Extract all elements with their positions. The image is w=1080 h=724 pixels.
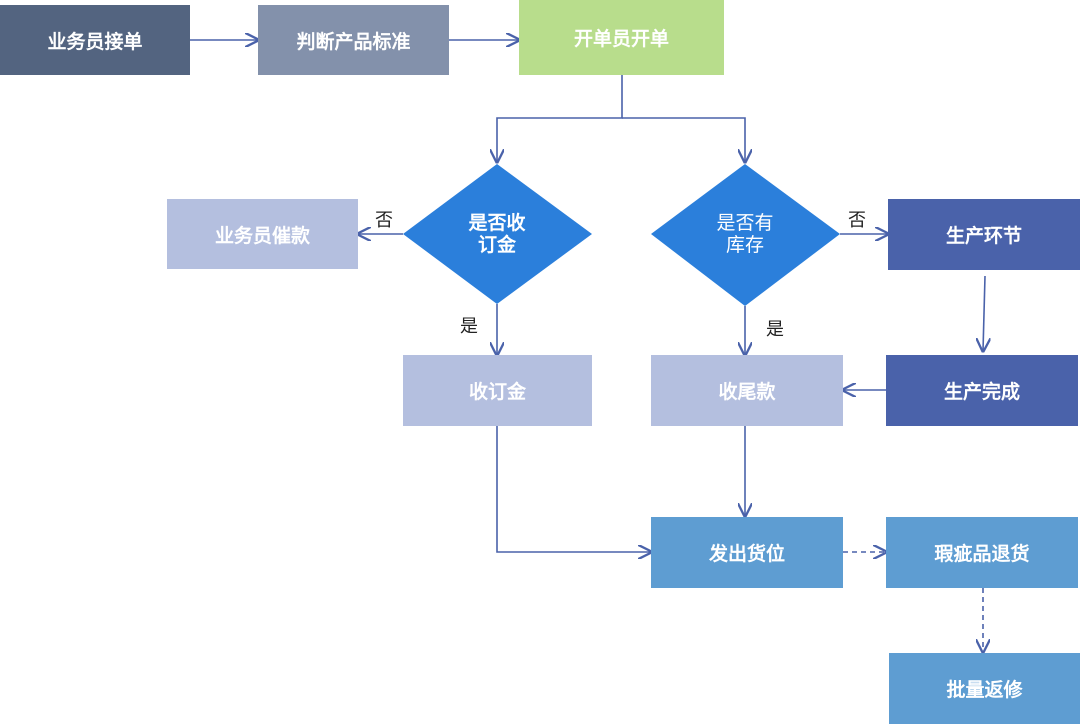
- node-collect-balance: 收尾款: [651, 355, 843, 426]
- deposit-no-label: 否: [375, 210, 393, 231]
- node-production-done: 生产完成: [886, 355, 1078, 426]
- node-issuer-order: 开单员开单: [519, 0, 724, 75]
- deposit-yes-label: 是: [460, 316, 478, 337]
- node-production-stage: 生产环节: [888, 199, 1080, 270]
- edge-deposit-to-ship: [496, 426, 651, 552]
- node-collect-deposit: 收订金: [403, 355, 592, 426]
- stock-decision-diamond: [651, 164, 840, 306]
- node-salesman-urge: 业务员催款: [167, 199, 358, 269]
- edge-issue-split: [497, 75, 623, 162]
- node-batch-repair: 批量返修: [889, 653, 1080, 724]
- edge-issue-split-right: [622, 117, 745, 162]
- node-salesman-order: 业务员接单: [0, 5, 190, 75]
- deposit-decision-label: 是否收 订金: [468, 212, 526, 256]
- stock-yes-label: 是: [766, 319, 784, 340]
- node-judge-standard: 判断产品标准: [258, 5, 449, 75]
- deposit-decision-diamond: [403, 164, 592, 304]
- node-defect-return: 瑕疵品退货: [886, 517, 1078, 588]
- node-ship: 发出货位: [651, 517, 843, 588]
- stock-no-label: 否: [848, 210, 866, 231]
- stock-decision-label: 是否有 库存: [716, 212, 774, 256]
- edge-production-to-done: [983, 275, 985, 351]
